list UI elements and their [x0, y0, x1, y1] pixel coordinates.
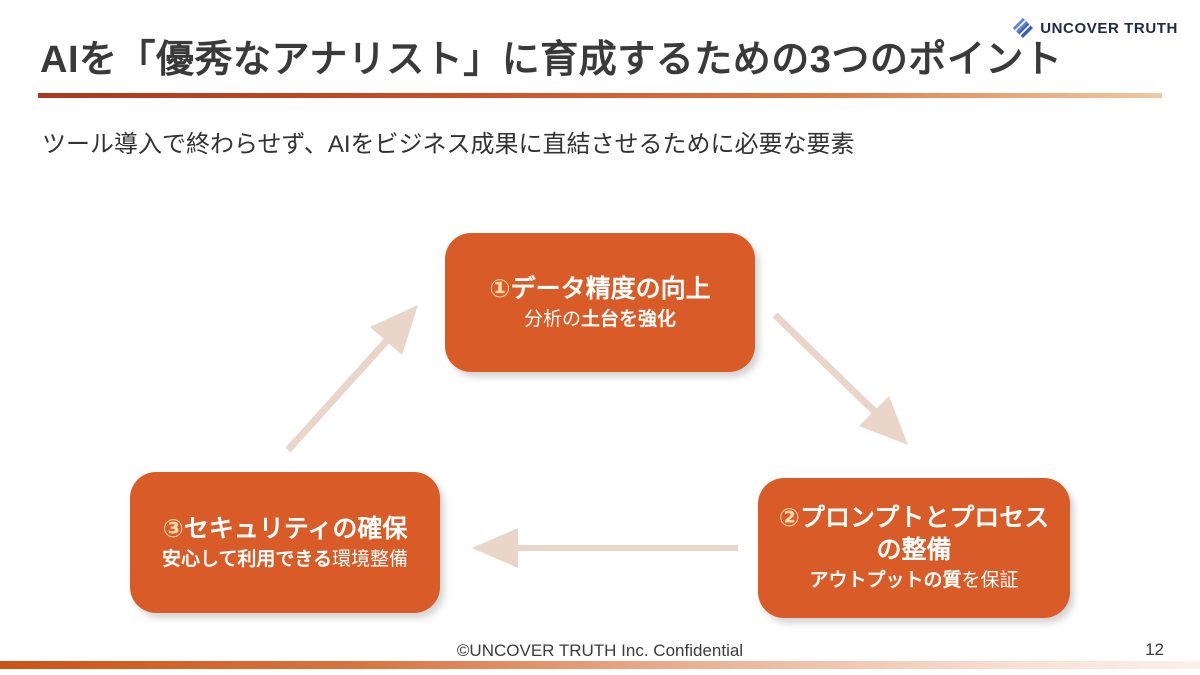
page-number: 12 [1145, 640, 1164, 659]
box-number: ② [778, 504, 800, 533]
title-underline-bar [38, 93, 1162, 98]
arrow-down-right [772, 312, 908, 445]
uncover-truth-diamond-icon [1013, 18, 1034, 38]
arrow-left [472, 528, 738, 568]
box-title-text: プロンプトとプロセス [799, 504, 1050, 533]
uncover-truth-logo: UNCOVER TRUTH [1013, 18, 1178, 38]
diagram-box-security: ③セキュリティの確保 安心して利用できる環境整備 [130, 472, 440, 613]
box-subtitle: アウトプットの質を保証 [809, 569, 1019, 591]
box-title: ①データ精度の向上 [489, 274, 710, 305]
confidential-note: ©UNCOVER TRUTH Inc. Confidential [456, 641, 744, 660]
box-subtitle: 安心して利用できる環境整備 [161, 548, 409, 570]
box-number: ① [489, 274, 511, 303]
diagram-box-prompt-process: ②プロンプトとプロセス の整備 アウトプットの質を保証 [758, 478, 1070, 618]
box-title-line2: の整備 [876, 535, 952, 564]
slide-title: AIを「優秀なアナリスト」に育成するための3つのポイント [40, 39, 1063, 81]
slide-subtitle: ツール導入で終わらせず、AIをビジネス成果に直結させるために必要な要素 [42, 131, 855, 158]
diagram-box-data-accuracy: ①データ精度の向上 分析の土台を強化 [445, 233, 755, 372]
box-title-text: データ精度の向上 [510, 274, 711, 303]
box-title: ③セキュリティの確保 [163, 514, 408, 545]
box-title: ②プロンプトとプロセス [779, 503, 1049, 534]
box-subtitle: 分析の土台を強化 [523, 308, 677, 330]
bottom-gradient-bar [0, 661, 1200, 669]
arrow-up-right [285, 305, 418, 453]
box-title-text: セキュリティの確保 [183, 514, 408, 543]
box-number: ③ [162, 514, 184, 543]
logo-text: UNCOVER TRUTH [1040, 19, 1178, 37]
